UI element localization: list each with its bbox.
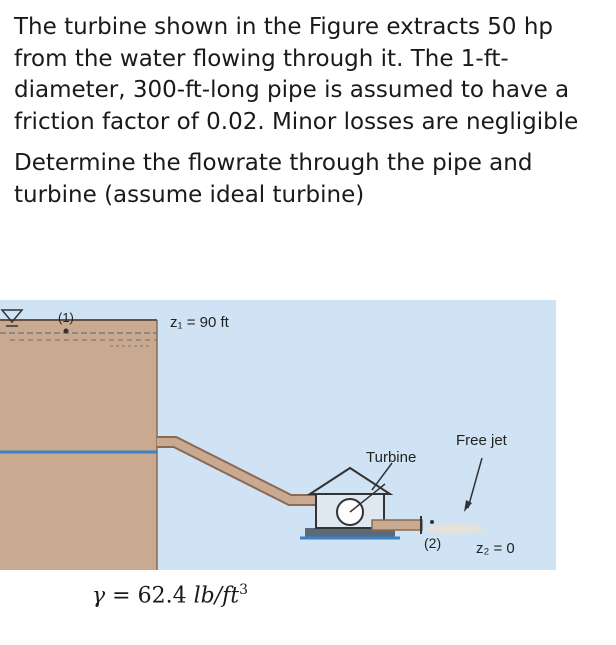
turbine-shaft (349, 483, 386, 513)
gamma-value: = 62.4 (105, 583, 194, 609)
outlet-pipe (371, 519, 423, 531)
point-1-marker (63, 328, 69, 334)
problem-given: The turbine shown in the Figure extracts… (14, 14, 579, 135)
turbine-leader (371, 462, 393, 491)
turbine-base (305, 528, 395, 538)
gamma-exponent: 3 (239, 582, 248, 598)
problem-question: Determine the flowrate through the pipe … (14, 150, 533, 208)
specific-weight: γ = 62.4 lb/ft3 (92, 582, 248, 608)
z2-label: z₂ = 0 (476, 540, 515, 557)
gamma-symbol: γ (92, 583, 106, 609)
point-2-marker (430, 520, 434, 524)
z1-label: z₁ = 90 ft (170, 314, 230, 331)
pipe-inner (157, 438, 330, 504)
free-jet-arrowhead (464, 500, 472, 512)
gamma-unit: lb/ft (193, 583, 240, 609)
free-jet-label: Free jet (456, 432, 508, 449)
free-surface-symbol (0, 309, 24, 324)
point-2-label: (2) (424, 535, 441, 551)
problem-statement: The turbine shown in the Figure extracts… (14, 12, 610, 211)
figure-drawing: (1) z₁ = 90 ft Turbine Free jet (2) z₂ =… (0, 300, 556, 570)
free-jet (427, 524, 483, 534)
reservoir (0, 320, 157, 570)
point-1-label: (1) (58, 310, 74, 325)
turbine-figure: (1) z₁ = 90 ft Turbine Free jet (2) z₂ =… (0, 300, 556, 570)
turbine-label: Turbine (366, 449, 416, 466)
free-jet-arrow (467, 457, 483, 509)
